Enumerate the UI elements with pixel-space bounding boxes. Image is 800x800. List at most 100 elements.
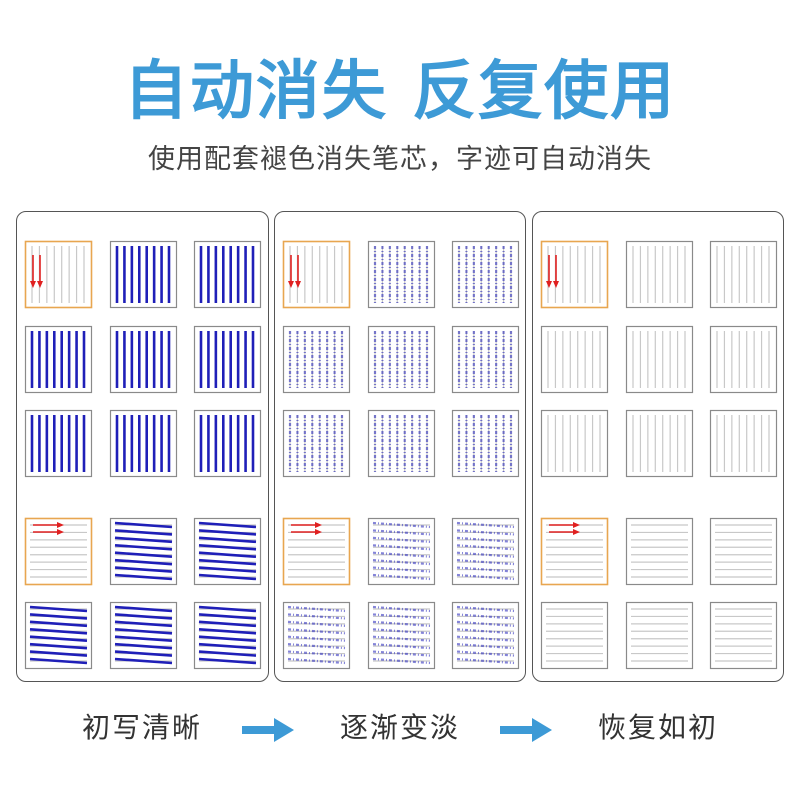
stage-label-clear: 初写清晰: [81, 711, 202, 744]
ink-stroke: [114, 551, 173, 559]
ink-stroke: [114, 543, 173, 551]
practice-cell: [625, 601, 694, 670]
ink-stroke: [372, 605, 431, 613]
cell-border: [24, 409, 93, 478]
ink-stroke: [198, 566, 257, 573]
ink-stroke: [198, 529, 257, 536]
ink-stroke: [456, 536, 515, 543]
stage-label-fading: 逐渐变淡: [339, 711, 460, 744]
practice-cell: [451, 601, 520, 670]
ink-stroke: [456, 521, 515, 529]
practice-cell: [709, 409, 778, 478]
ink-stroke: [114, 536, 173, 544]
practice-cell: [451, 409, 520, 478]
cell-border: [367, 601, 436, 670]
practice-cell: [540, 325, 609, 394]
practice-cell: [109, 409, 178, 478]
ink-stroke: [29, 620, 88, 628]
ink-stroke: [372, 559, 431, 566]
ink-stroke: [372, 573, 431, 581]
right-arrow-icon: [242, 718, 294, 742]
practice-cell: [367, 409, 436, 478]
ink-stroke: [198, 551, 257, 559]
ink-stroke: [287, 650, 346, 657]
ink-stroke: [372, 544, 431, 551]
practice-cell: [625, 409, 694, 478]
cell-border: [451, 240, 520, 309]
ink-stroke: [198, 657, 257, 665]
practice-cell: [24, 517, 93, 586]
cell-border: [709, 517, 778, 586]
ink-stroke: [198, 573, 257, 581]
ink-stroke: [114, 566, 173, 573]
ink-stroke: [372, 635, 431, 642]
cell-border: [367, 325, 436, 394]
practice-cell: [193, 601, 262, 670]
practice-cell: [709, 240, 778, 309]
ink-stroke: [287, 657, 346, 665]
cell-border: [193, 409, 262, 478]
practice-cell: [24, 325, 93, 394]
cell-border: [193, 517, 262, 586]
ink-stroke: [456, 643, 515, 650]
cell-border: [24, 517, 93, 586]
cell-border: [193, 601, 262, 670]
practice-grid-clear: [24, 240, 262, 670]
ink-stroke: [287, 620, 346, 627]
cell-border: [109, 325, 178, 394]
ink-stroke: [198, 627, 257, 635]
practice-cell: [625, 517, 694, 586]
cell-border: [451, 409, 520, 478]
practice-grid-restored: [540, 240, 778, 670]
ink-stroke: [456, 573, 515, 581]
right-stroke-arrows-icon: [291, 522, 322, 535]
practice-cell: [109, 601, 178, 670]
practice-cell: [193, 517, 262, 586]
cell-border: [24, 240, 93, 309]
practice-cell: [540, 240, 609, 309]
ink-stroke: [29, 605, 88, 613]
ink-stroke: [114, 635, 173, 643]
ink-stroke: [29, 642, 88, 650]
ink-stroke: [198, 620, 257, 628]
practice-cell: [625, 240, 694, 309]
ink-stroke: [114, 573, 173, 581]
ink-stroke: [114, 642, 173, 650]
practice-grid-fading: [282, 240, 520, 670]
cell-border: [193, 240, 262, 309]
practice-cell: [282, 601, 351, 670]
right-stroke-arrows-icon: [33, 522, 64, 535]
practice-cell: [451, 240, 520, 309]
ink-stroke: [372, 613, 431, 620]
ink-stroke: [114, 521, 173, 529]
practice-cell: [193, 240, 262, 309]
cell-border: [109, 240, 178, 309]
practice-cell: [540, 517, 609, 586]
stage-label-restored: 恢复如初: [597, 711, 718, 744]
ink-stroke: [198, 613, 257, 620]
ink-stroke: [198, 558, 257, 566]
ink-stroke: [456, 566, 515, 573]
practice-cell: [367, 325, 436, 394]
cell-border: [367, 240, 436, 309]
ink-stroke: [372, 529, 431, 536]
practice-cell: [709, 517, 778, 586]
practice-cell: [709, 325, 778, 394]
ink-stroke: [287, 628, 346, 635]
cell-border: [367, 409, 436, 478]
practice-cell: [282, 325, 351, 394]
cell-border: [709, 325, 778, 394]
ink-stroke: [287, 605, 346, 613]
ink-stroke: [456, 628, 515, 635]
ink-stroke: [198, 536, 257, 544]
down-stroke-arrows-icon: [30, 255, 43, 288]
practice-cell: [451, 325, 520, 394]
cell-border: [367, 517, 436, 586]
stage-panel-restored: [532, 211, 784, 682]
ink-stroke: [456, 551, 515, 558]
ink-stroke: [372, 657, 431, 665]
practice-cell: [282, 240, 351, 309]
cell-border: [282, 240, 351, 309]
ink-stroke: [198, 642, 257, 650]
practice-cell: [367, 601, 436, 670]
